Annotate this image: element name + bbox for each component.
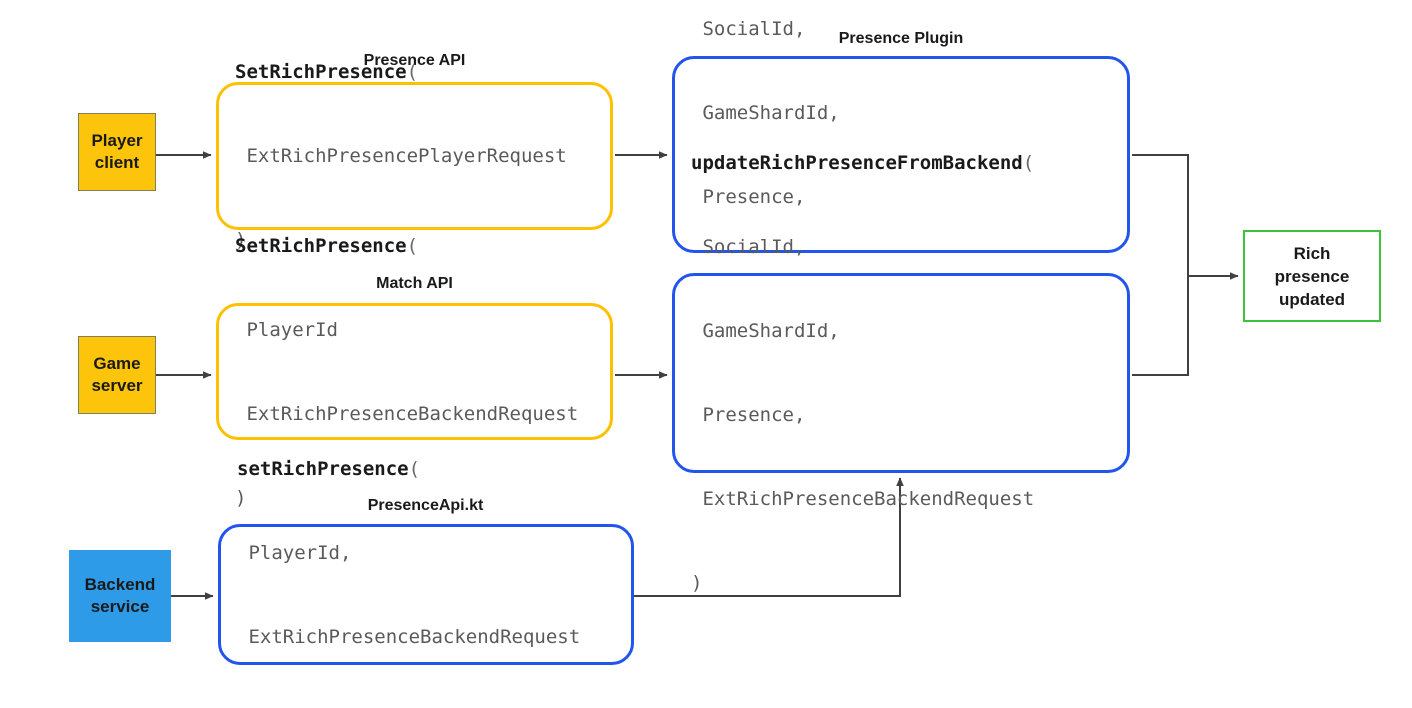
param-line: ExtRichPresenceBackendRequest: [691, 488, 1035, 510]
terminal-label: Rich presence updated: [1275, 242, 1350, 311]
signature-text: updateRichPresenceFromBackend: [691, 152, 1023, 174]
card-plugin-from-backend-signature-line: updateRichPresenceFromBackend(: [691, 149, 1111, 177]
close-paren: ): [691, 572, 703, 594]
param-line: GameShardId,: [691, 320, 840, 342]
terminal-label-line2: presence: [1274, 266, 1350, 286]
open-paren: (: [1022, 152, 1035, 174]
open-paren: (: [406, 61, 419, 83]
signature-text: SetRichPresence: [235, 61, 407, 83]
card-match-api[interactable]: SetRichPresence( PlayerId ExtRichPresenc…: [216, 235, 613, 509]
card-match-api-body: SetRichPresence( PlayerId ExtRichPresenc…: [219, 176, 610, 568]
terminal-rich-presence-updated[interactable]: Rich presence updated: [1243, 230, 1381, 322]
param-line: Presence,: [691, 185, 806, 208]
source-game-server[interactable]: Game server: [78, 336, 156, 414]
open-paren: (: [406, 234, 419, 257]
close-paren: ): [235, 486, 247, 509]
card-match-api-signature-line: SetRichPresence(: [235, 232, 594, 260]
caption-presence-plugin: Presence Plugin: [838, 30, 964, 47]
card-plugin-from-backend[interactable]: updateRichPresenceFromBackend( SocialId,…: [672, 152, 1130, 594]
card-presence-api[interactable]: SetRichPresence( ExtRichPresencePlayerRe…: [216, 61, 613, 251]
open-paren: (: [408, 457, 421, 480]
terminal-label-line3: updated: [1278, 289, 1346, 309]
param-line: ExtRichPresencePlayerRequest: [235, 145, 567, 167]
param-line: ExtRichPresenceBackendRequest: [235, 402, 579, 425]
wire-plugin-backend-to-bus: [1132, 276, 1189, 376]
terminal-label-line1: Rich: [1293, 243, 1331, 263]
param-line: GameShardId,: [691, 101, 840, 124]
param-line: SocialId,: [691, 17, 806, 40]
param-line: PlayerId,: [237, 541, 352, 564]
card-presence-api-kt-body: setRichPresence( PlayerId, ExtRichPresen…: [221, 399, 631, 708]
game-server-label-line1: Game: [93, 354, 141, 373]
param-line: PlayerId: [235, 318, 338, 341]
wire-plugin-player-to-bus: [1132, 154, 1189, 276]
caption-match-api: Match API: [376, 275, 453, 292]
source-backend-service[interactable]: Backend service: [69, 550, 171, 642]
caption-presence-api-kt: PresenceApi.kt: [367, 497, 484, 514]
source-player-client[interactable]: Player client: [78, 113, 156, 191]
signature-text: SetRichPresence: [235, 234, 407, 257]
signature-text: setRichPresence: [237, 457, 409, 480]
card-presence-api-kt[interactable]: setRichPresence( PlayerId, ExtRichPresen…: [218, 458, 634, 665]
backend-service-label-line1: Backend: [84, 575, 156, 594]
player-client-label-line1: Player: [91, 131, 143, 150]
backend-service-label-line2: service: [90, 597, 150, 616]
param-line: ExtRichPresenceBackendRequest: [237, 625, 581, 648]
param-line: SocialId,: [691, 236, 806, 258]
card-plugin-from-backend-body: updateRichPresenceFromBackend( SocialId,…: [675, 93, 1127, 653]
player-client-label-line2: client: [94, 153, 140, 172]
game-server-label-line2: server: [91, 376, 143, 395]
param-line: Presence,: [691, 404, 806, 426]
card-presence-api-kt-signature-line: setRichPresence(: [237, 455, 615, 483]
caption-presence-api: Presence API: [363, 52, 466, 69]
card-presence-api-body: SetRichPresence( ExtRichPresencePlayerRe…: [219, 2, 610, 310]
card-presence-api-signature-line: SetRichPresence(: [235, 58, 594, 86]
close-paren: ): [235, 229, 247, 251]
